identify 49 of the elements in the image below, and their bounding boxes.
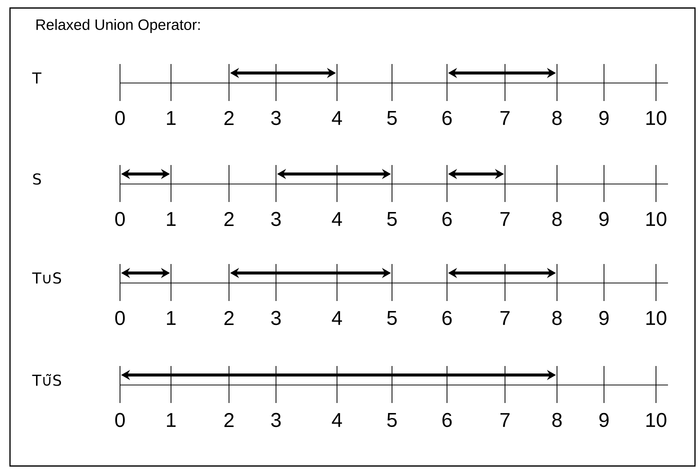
tick-number: 5 <box>387 413 397 427</box>
tick-number: 0 <box>115 310 125 326</box>
tick-number: 8 <box>552 110 562 126</box>
tick-number: 5 <box>387 111 397 125</box>
tick-number: 2 <box>224 212 234 226</box>
tick-number: 8 <box>552 412 562 428</box>
tick-number: 4 <box>332 111 342 125</box>
tick-number: 10 <box>646 310 666 326</box>
tick-number: 9 <box>599 412 609 428</box>
row-label: T∪̃S <box>32 374 62 386</box>
tick-number: 2 <box>224 413 234 427</box>
tick-number: 1 <box>166 413 176 427</box>
tick-number: 10 <box>646 212 666 226</box>
tick-number: 6 <box>442 310 452 326</box>
tick-number: 4 <box>332 413 342 427</box>
tick-number: 5 <box>387 212 397 226</box>
tick-number: 0 <box>115 110 125 126</box>
tick-number: 1 <box>166 111 176 125</box>
row-label: T∪S <box>32 272 62 284</box>
tick-number: 3 <box>271 212 281 226</box>
tick-number: 9 <box>599 310 609 326</box>
tick-number: 3 <box>271 310 281 326</box>
tick-number: 4 <box>332 311 342 325</box>
tick-number: 2 <box>224 111 234 125</box>
row-label: S <box>33 173 41 185</box>
tick-number: 7 <box>500 111 510 125</box>
tick-number: 10 <box>646 110 666 126</box>
tick-number: 8 <box>552 212 562 226</box>
tick-number: 3 <box>271 110 281 126</box>
tick-number: 1 <box>166 212 176 226</box>
tick-number: 0 <box>115 212 125 226</box>
tick-number: 3 <box>271 412 281 428</box>
tick-number: 9 <box>599 212 609 226</box>
tick-number: 7 <box>500 413 510 427</box>
tick-number: 4 <box>332 212 342 226</box>
tick-number: 5 <box>387 311 397 325</box>
tick-number: 8 <box>552 310 562 326</box>
tick-number: 9 <box>599 110 609 126</box>
tick-number: 7 <box>500 311 510 325</box>
tick-number: 0 <box>115 412 125 428</box>
tick-number: 6 <box>442 212 452 226</box>
tick-number: 7 <box>500 212 510 226</box>
tick-number: 6 <box>442 110 452 126</box>
tick-number: 6 <box>442 412 452 428</box>
tick-number: 2 <box>224 311 234 325</box>
row-label: T <box>32 72 42 84</box>
tick-number: 10 <box>646 412 666 428</box>
tick-number: 1 <box>166 311 176 325</box>
title: Relaxed Union Operator: <box>36 19 200 33</box>
